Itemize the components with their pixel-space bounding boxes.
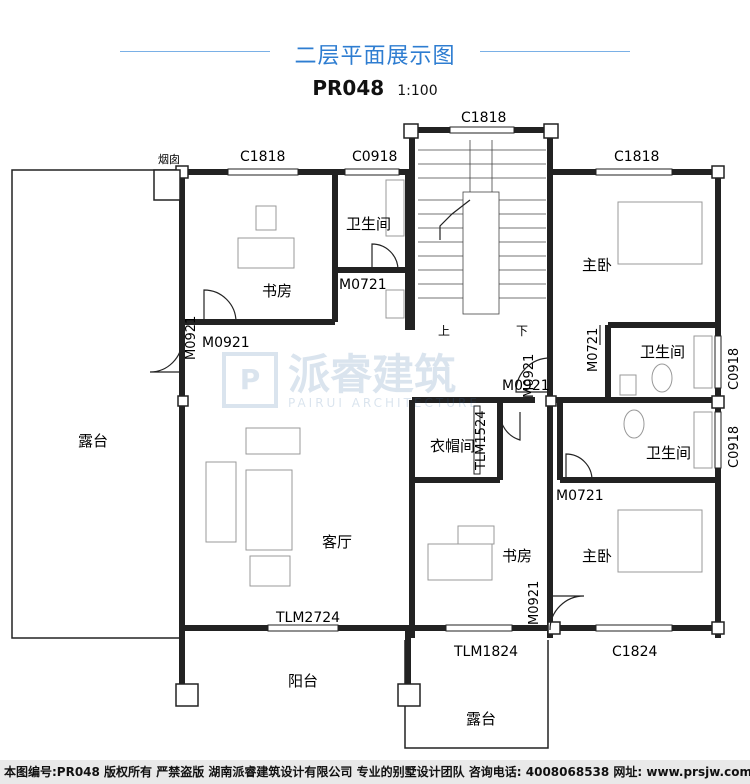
door-tlm1824: TLM1824 [454,644,519,660]
room-terrace-bottom: 露台 [466,710,497,728]
footer-bar: 本图编号:PR048 版权所有 严禁盗版 湖南派睿建筑设计有限公司 专业的别墅设… [0,760,750,784]
door-m0721-lower: M0721 [556,488,604,504]
window-c0918-bath: C0918 [352,149,398,165]
page-title: 二层平面展示图 [294,44,456,69]
door-m0921-stair-horizontal: M0921 [502,378,550,394]
furniture [205,179,713,587]
watermark: P 派睿建筑 PAIRUI ARCHITECTURE [222,352,534,412]
terrace-outlines [11,169,549,749]
title-right-rule [480,51,630,52]
room-bath-right-top: 卫生间 [640,343,686,361]
stair-down-label: 下 [516,324,529,338]
door-tlm1524: TLM1524 [474,410,489,470]
plan-scale: 1:100 [397,83,438,99]
stair-up-label: 上 [438,324,451,338]
room-cloak: 衣帽间 [430,437,476,455]
door-m0721-master: M0721 [586,327,601,372]
door-m0921-left: M0921 [184,315,199,360]
title-left-rule [120,51,270,52]
windows [227,126,722,632]
plan-code-number: PR048 [312,76,385,100]
room-terrace-left: 露台 [78,432,109,450]
window-c0918-right-1: C0918 [727,347,742,390]
watermark-sub: PAIRUI ARCHITECTURE [288,396,480,410]
door-m0921-study: M0921 [202,335,250,351]
room-bath-right-bottom: 卫生间 [646,444,692,462]
window-c1824: C1824 [612,644,658,660]
door-m0921-lower: M0921 [527,580,542,625]
window-c1818-study: C1818 [240,149,286,165]
staircase [418,140,546,315]
window-c1818-stair: C1818 [461,110,507,126]
room-master-bottom: 主卧 [582,547,613,565]
room-living: 客厅 [322,533,353,551]
floor-plan [11,123,725,749]
room-study-bottom: 书房 [502,547,533,565]
room-master-top: 主卧 [582,256,613,274]
structural-columns [153,123,725,707]
door-m0721-bath: M0721 [339,277,387,293]
chimney-label: 烟囱 [158,153,180,166]
room-bath-top: 卫生间 [346,215,392,233]
watermark-name: 派睿建筑 [288,350,457,399]
room-study-top: 书房 [262,282,293,300]
door-swings [149,243,601,631]
plan-code: PR048 1:100 [0,76,750,100]
door-tlm2724: TLM2724 [276,610,341,626]
watermark-logo: P [222,352,278,408]
room-balcony: 阳台 [288,672,319,690]
window-c1818-master: C1818 [614,149,660,165]
window-c0918-right-2: C0918 [727,425,742,468]
